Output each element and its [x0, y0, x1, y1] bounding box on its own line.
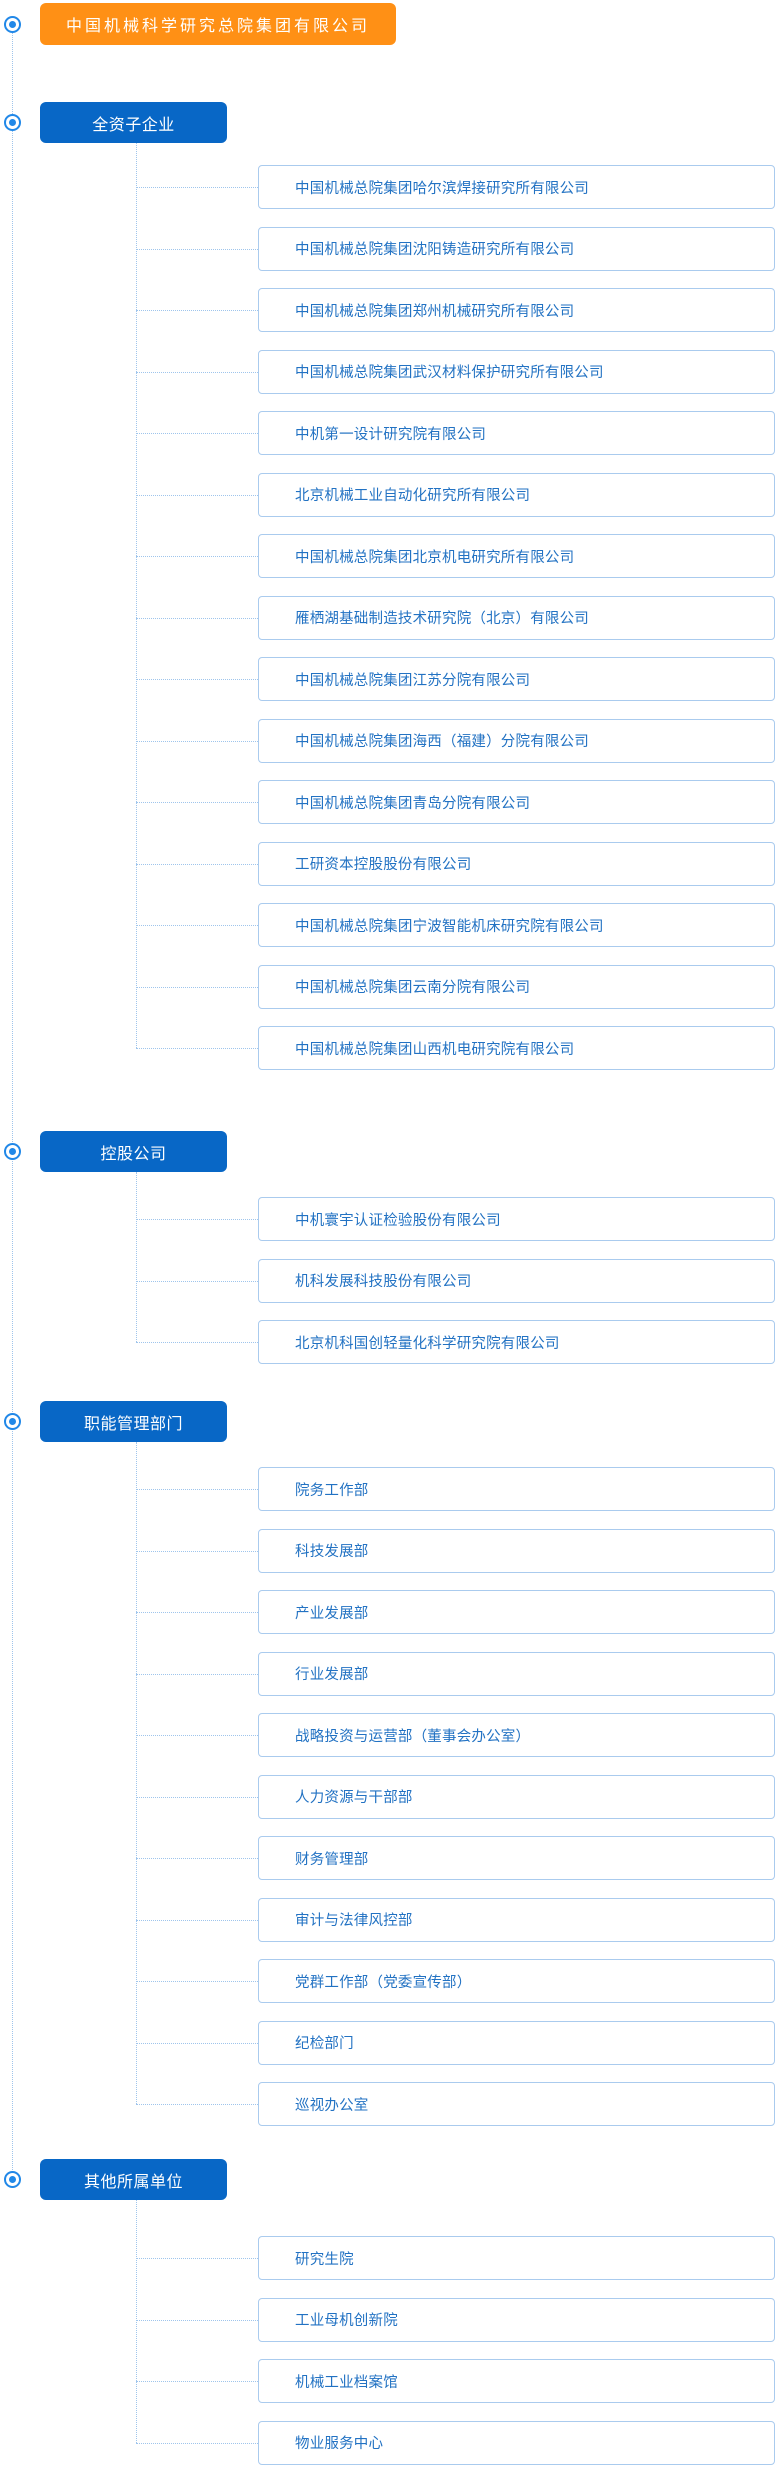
- item-connector-line: [135, 2381, 258, 2382]
- org-item-node: 中国机械总院集团郑州机械研究所有限公司: [258, 288, 775, 332]
- item-connector-line: [135, 2104, 258, 2105]
- branch-line: [135, 143, 137, 1048]
- item-connector-line: [135, 433, 258, 434]
- org-item-node: 中国机械总院集团沈阳铸造研究所有限公司: [258, 226, 775, 271]
- item-connector-line: [135, 1281, 258, 1282]
- item-connector-line: [135, 2443, 258, 2444]
- tree-toggle-icon[interactable]: [4, 2171, 21, 2188]
- toggle-dot-icon: [9, 20, 16, 28]
- item-connector-line: [135, 925, 258, 926]
- branch-line: [135, 1172, 137, 1342]
- item-connector-line: [135, 310, 258, 311]
- org-item-node: 战略投资与运营部（董事会办公室）: [258, 1713, 775, 1757]
- org-item-node: 研究生院: [258, 2236, 775, 2280]
- item-connector-line: [135, 2043, 258, 2044]
- tree-toggle-icon[interactable]: [4, 114, 21, 131]
- org-item-node: 北京机械工业自动化研究所有限公司: [258, 472, 775, 517]
- item-connector-line: [135, 249, 258, 250]
- item-connector-line: [135, 495, 258, 496]
- toggle-dot-icon: [9, 1148, 16, 1155]
- item-connector-line: [135, 987, 258, 988]
- category-node: 全资子企业: [40, 102, 227, 143]
- category-node-row: 全资子企业: [4, 102, 227, 143]
- category-node: 控股公司: [40, 1131, 227, 1172]
- org-item-node: 人力资源与干部部: [258, 1774, 775, 1819]
- org-item-node: 中机寰宇认证检验股份有限公司: [258, 1197, 775, 1241]
- category-node-row: 职能管理部门: [4, 1401, 227, 1442]
- item-connector-line: [135, 1858, 258, 1859]
- org-item-node: 巡视办公室: [258, 2082, 775, 2126]
- tree-rail-line: [11, 24, 13, 2180]
- org-item-node: 中机第一设计研究院有限公司: [258, 411, 775, 455]
- category-node-row: 其他所属单位: [4, 2159, 227, 2200]
- item-connector-line: [135, 187, 258, 188]
- category-node-row: 控股公司: [4, 1131, 227, 1172]
- org-item-node: 中国机械总院集团青岛分院有限公司: [258, 780, 775, 824]
- tree-toggle-icon[interactable]: [4, 1143, 21, 1160]
- item-connector-line: [135, 1219, 258, 1220]
- org-item-node: 机械工业档案馆: [258, 2359, 775, 2403]
- branch-line: [135, 2200, 137, 2443]
- item-connector-line: [135, 679, 258, 680]
- org-item-node: 物业服务中心: [258, 2420, 775, 2465]
- item-connector-line: [135, 1551, 258, 1552]
- item-connector-line: [135, 1735, 258, 1736]
- org-item-node: 机科发展科技股份有限公司: [258, 1258, 775, 1303]
- item-connector-line: [135, 1797, 258, 1798]
- tree-toggle-icon[interactable]: [4, 1413, 21, 1430]
- item-connector-line: [135, 1342, 258, 1343]
- org-item-node: 工研资本控股股份有限公司: [258, 841, 775, 886]
- org-item-node: 中国机械总院集团山西机电研究院有限公司: [258, 1026, 775, 1070]
- org-item-node: 雁栖湖基础制造技术研究院（北京）有限公司: [258, 595, 775, 640]
- tree-toggle-icon[interactable]: [4, 15, 21, 33]
- item-connector-line: [135, 741, 258, 742]
- org-item-node: 财务管理部: [258, 1836, 775, 1880]
- org-item-node: 审计与法律风控部: [258, 1897, 775, 1942]
- org-item-node: 行业发展部: [258, 1651, 775, 1696]
- org-item-node: 中国机械总院集团宁波智能机床研究院有限公司: [258, 903, 775, 947]
- org-item-node: 纪检部门: [258, 2020, 775, 2065]
- toggle-dot-icon: [9, 1418, 16, 1425]
- org-item-node: 北京机科国创轻量化科学研究院有限公司: [258, 1320, 775, 1364]
- item-connector-line: [135, 1674, 258, 1675]
- org-item-node: 工业母机创新院: [258, 2297, 775, 2342]
- item-connector-line: [135, 1920, 258, 1921]
- root-node: 中国机械科学研究总院集团有限公司: [40, 3, 396, 45]
- item-connector-line: [135, 1981, 258, 1982]
- item-connector-line: [135, 1612, 258, 1613]
- item-connector-line: [135, 618, 258, 619]
- item-connector-line: [135, 556, 258, 557]
- org-item-node: 中国机械总院集团云南分院有限公司: [258, 964, 775, 1009]
- category-node: 其他所属单位: [40, 2159, 227, 2200]
- item-connector-line: [135, 372, 258, 373]
- org-item-node: 中国机械总院集团武汉材料保护研究所有限公司: [258, 349, 775, 394]
- org-item-node: 中国机械总院集团北京机电研究所有限公司: [258, 534, 775, 578]
- category-node: 职能管理部门: [40, 1401, 227, 1442]
- item-connector-line: [135, 802, 258, 803]
- root-node-row: 中国机械科学研究总院集团有限公司: [4, 3, 396, 45]
- org-item-node: 产业发展部: [258, 1590, 775, 1634]
- item-connector-line: [135, 1489, 258, 1490]
- org-item-node: 中国机械总院集团哈尔滨焊接研究所有限公司: [258, 165, 775, 209]
- toggle-dot-icon: [9, 2176, 16, 2183]
- org-item-node: 中国机械总院集团海西（福建）分院有限公司: [258, 718, 775, 763]
- branch-line: [135, 1442, 137, 2104]
- item-connector-line: [135, 2258, 258, 2259]
- item-connector-line: [135, 1048, 258, 1049]
- item-connector-line: [135, 864, 258, 865]
- org-item-node: 科技发展部: [258, 1528, 775, 1573]
- org-item-node: 中国机械总院集团江苏分院有限公司: [258, 657, 775, 701]
- item-connector-line: [135, 2320, 258, 2321]
- org-item-node: 党群工作部（党委宣传部）: [258, 1959, 775, 2003]
- org-item-node: 院务工作部: [258, 1467, 775, 1511]
- toggle-dot-icon: [9, 119, 16, 126]
